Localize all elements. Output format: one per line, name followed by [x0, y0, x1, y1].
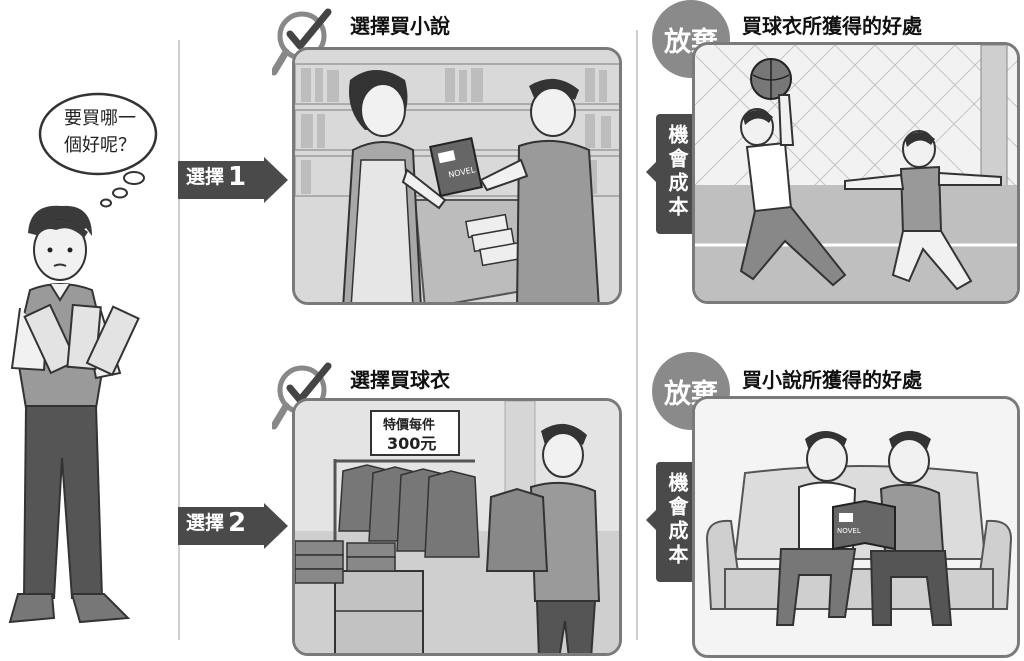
choice-1-panel: NOVEL: [292, 47, 622, 305]
banknotes: [23, 303, 140, 377]
forgone-2-heading: 買小說所獲得的好處: [742, 368, 922, 392]
choice-1-arrow: [178, 157, 288, 203]
svg-text:特價每件: 特價每件: [383, 417, 435, 433]
column-divider: [178, 40, 180, 640]
choice-2-arrow: [178, 503, 288, 549]
svg-text:NOVEL: NOVEL: [837, 527, 861, 535]
forgone-1-heading: 買球衣所獲得的好處: [742, 14, 922, 38]
svg-text:300元: 300元: [387, 434, 436, 453]
opportunity-cost-tag-2: 機會成本: [656, 462, 692, 582]
opportunity-cost-tag-1: 機會成本: [656, 114, 692, 234]
choice-1-heading: 選擇買小說: [350, 14, 450, 38]
thought-text: 要買哪一 個好呢？: [64, 108, 136, 156]
tag-pointer: [646, 160, 658, 184]
boy-with-money: [8, 205, 140, 624]
forgone-2-panel: NOVEL: [692, 396, 1020, 658]
choice-2-panel: 特價每件 300元: [292, 398, 622, 656]
column-divider: [636, 30, 638, 640]
thought-bubble: [38, 92, 158, 208]
novel-book: [429, 136, 483, 198]
forgone-1-panel: [692, 42, 1020, 304]
tag-pointer: [646, 508, 658, 532]
choice-2-heading: 選擇買球衣: [350, 368, 450, 392]
